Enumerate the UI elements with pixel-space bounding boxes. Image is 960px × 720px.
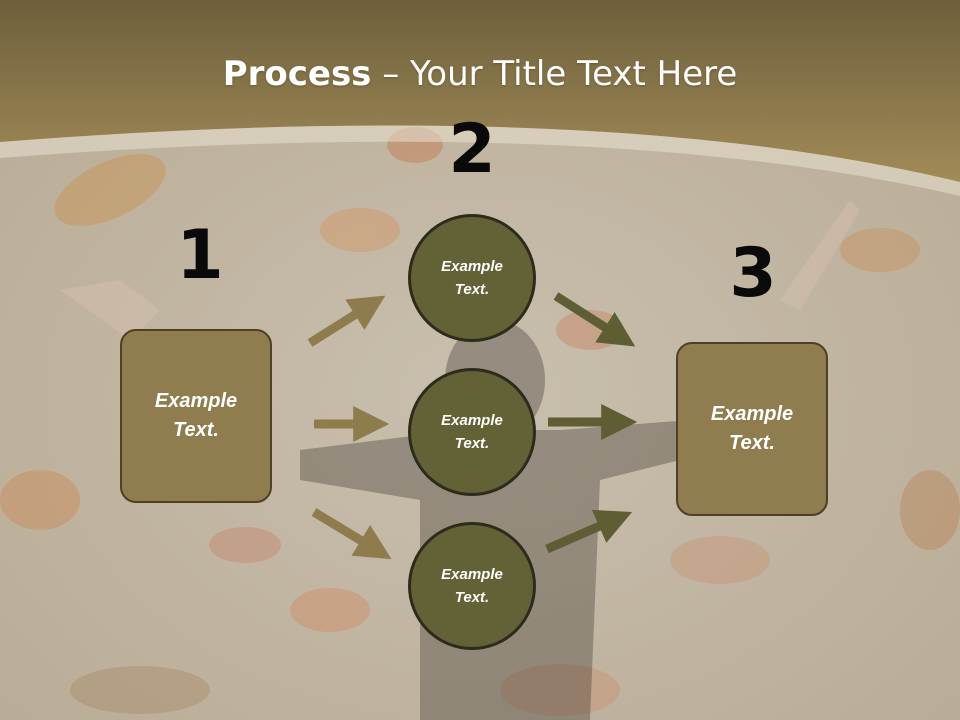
process-circle-middle: Example Text. <box>408 368 536 496</box>
process-box-right: Example Text. <box>676 342 828 516</box>
arrow-left-to-top <box>307 295 386 347</box>
arrow-left-to-bottom <box>311 508 392 560</box>
process-circle-bottom: Example Text. <box>408 522 536 650</box>
slide-title: Process – Your Title Text Here <box>0 52 960 96</box>
process-circle-bottom-text: Example Text. <box>441 566 503 606</box>
step-number-2: 2 <box>448 110 496 189</box>
arrow-bottom-to-right <box>545 509 633 554</box>
process-box-right-text: Example Text. <box>710 403 794 454</box>
process-box-left: Example Text. <box>120 329 272 503</box>
process-box-left-text: Example Text. <box>154 390 238 441</box>
title-rest: – Your Title Text Here <box>371 54 738 94</box>
step-number-3: 3 <box>729 234 777 313</box>
step-number-1: 1 <box>176 216 224 295</box>
arrow-top-to-right <box>553 292 636 347</box>
process-circle-top-text: Example Text. <box>441 258 503 298</box>
title-bold: Process <box>222 54 372 94</box>
process-circle-middle-text: Example Text. <box>441 412 503 452</box>
process-circle-top: Example Text. <box>408 214 536 342</box>
